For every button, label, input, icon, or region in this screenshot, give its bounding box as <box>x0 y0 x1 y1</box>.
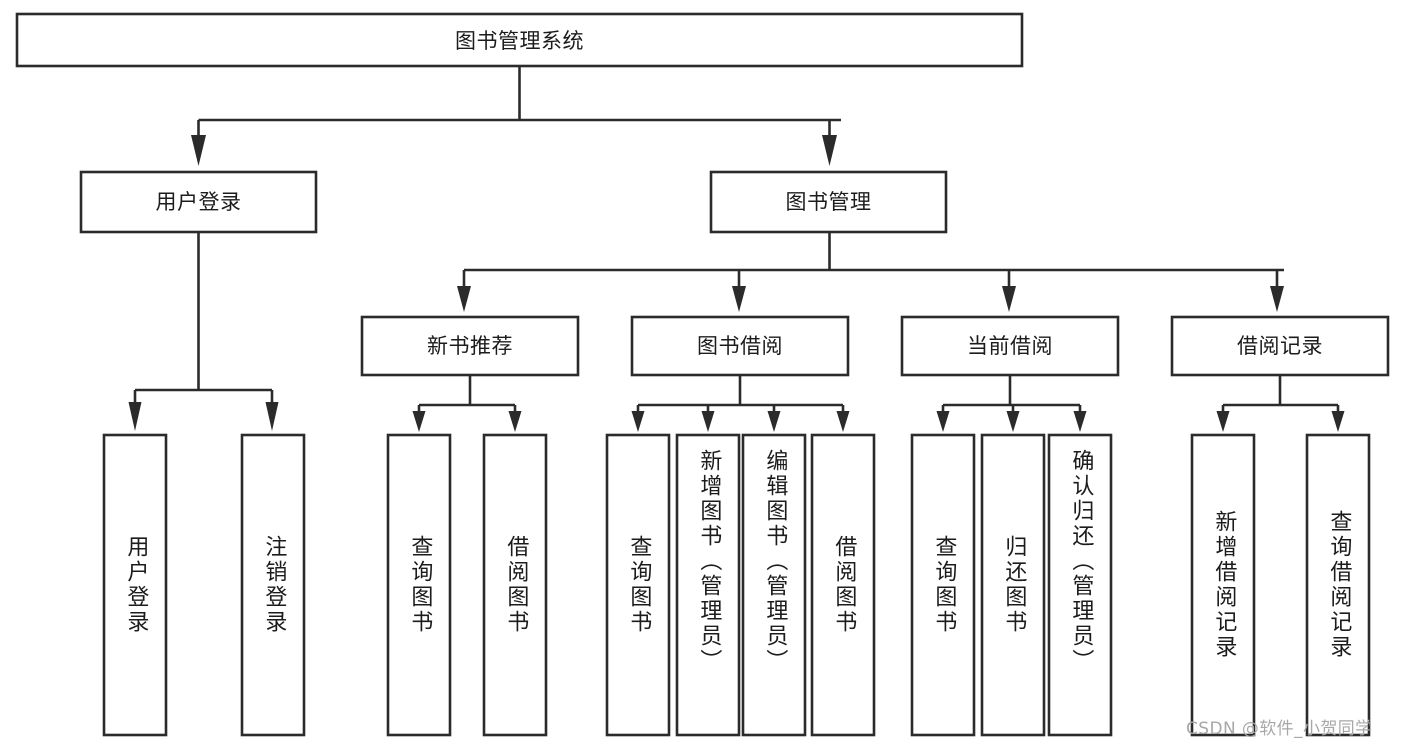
node-leaf-edit-book-box[interactable] <box>741 433 807 737</box>
arrow-head-new-book-recommend <box>457 286 471 312</box>
connector-group-book-management <box>457 232 1284 312</box>
arrow-head-leaf-return-book <box>1006 411 1020 432</box>
node-leaf-logout-box[interactable] <box>240 433 306 737</box>
arrow-head-user-login <box>191 135 206 166</box>
node-new-book-recommend[interactable]: 新书推荐 <box>360 315 580 377</box>
node-borrow-records-label: 借阅记录 <box>1237 334 1323 358</box>
node-leaf-return-book-box[interactable] <box>980 433 1046 737</box>
node-book-borrow[interactable]: 图书借阅 <box>630 315 850 377</box>
arrow-head-leaf-query-book-2 <box>631 411 645 432</box>
arrow-head-leaf-user-login <box>128 402 142 431</box>
watermark-text: CSDN @软件_小贺同学 <box>1186 719 1373 739</box>
node-book-borrow-box[interactable] <box>630 315 850 377</box>
node-borrow-records-box[interactable] <box>1170 315 1390 377</box>
node-book-management-box[interactable] <box>709 170 948 234</box>
node-leaf-borrow-book-1-box[interactable] <box>482 433 548 737</box>
arrow-head-leaf-add-record <box>1216 411 1230 432</box>
connector-group-user-login <box>128 232 279 431</box>
node-root-label: 图书管理系统 <box>455 29 584 53</box>
connector-group-borrow-records <box>1216 375 1345 432</box>
node-leaf-add-record-box[interactable] <box>1190 433 1256 737</box>
connector-group-root <box>191 66 841 166</box>
connector-group-current-borrow <box>936 375 1087 432</box>
arrow-head-leaf-query-book-1 <box>412 411 426 432</box>
node-leaf-user-login-box[interactable] <box>102 433 168 737</box>
node-leaf-confirm-return-box[interactable] <box>1047 433 1113 737</box>
arrow-head-leaf-add-book <box>701 411 715 432</box>
node-leaf-query-book-2-box[interactable] <box>605 433 671 737</box>
arrow-head-leaf-edit-book <box>767 411 781 432</box>
node-book-borrow-label: 图书借阅 <box>697 334 783 358</box>
node-user-login-box[interactable] <box>79 170 318 234</box>
arrow-head-leaf-confirm-return <box>1073 411 1087 432</box>
node-current-borrow-box[interactable] <box>900 315 1120 377</box>
arrow-head-leaf-query-book-3 <box>936 411 950 432</box>
node-new-book-recommend-label: 新书推荐 <box>427 334 513 358</box>
node-user-login-label: 用户登录 <box>156 190 242 214</box>
arrow-head-borrow-records <box>1270 286 1284 312</box>
node-book-management[interactable]: 图书管理 <box>709 170 948 234</box>
leaf-boxes <box>102 433 1371 737</box>
node-book-management-label: 图书管理 <box>786 190 872 214</box>
node-leaf-query-book-1-box[interactable] <box>386 433 452 737</box>
node-leaf-add-book-box[interactable] <box>675 433 741 737</box>
arrow-head-leaf-borrow-book-1 <box>508 411 522 432</box>
arrow-head-leaf-borrow-book-2 <box>836 411 850 432</box>
node-leaf-borrow-book-2-box[interactable] <box>810 433 876 737</box>
node-root-box[interactable] <box>15 12 1024 68</box>
arrow-head-leaf-logout <box>265 402 279 431</box>
arrow-head-current-borrow <box>1002 286 1016 312</box>
connector-group-book-borrow <box>631 375 850 432</box>
node-borrow-records[interactable]: 借阅记录 <box>1170 315 1390 377</box>
arrow-head-book-management <box>822 135 837 166</box>
node-user-login[interactable]: 用户登录 <box>79 170 318 234</box>
node-leaf-query-record-box[interactable] <box>1305 433 1371 737</box>
node-current-borrow-label: 当前借阅 <box>967 334 1053 358</box>
arrow-head-book-borrow <box>732 286 746 312</box>
connector-group-new-book-recommend <box>412 375 522 432</box>
node-root[interactable]: 图书管理系统 <box>15 12 1024 68</box>
node-current-borrow[interactable]: 当前借阅 <box>900 315 1120 377</box>
node-new-book-recommend-box[interactable] <box>360 315 580 377</box>
arrow-head-leaf-query-record <box>1331 411 1345 432</box>
node-leaf-query-book-3-box[interactable] <box>910 433 976 737</box>
